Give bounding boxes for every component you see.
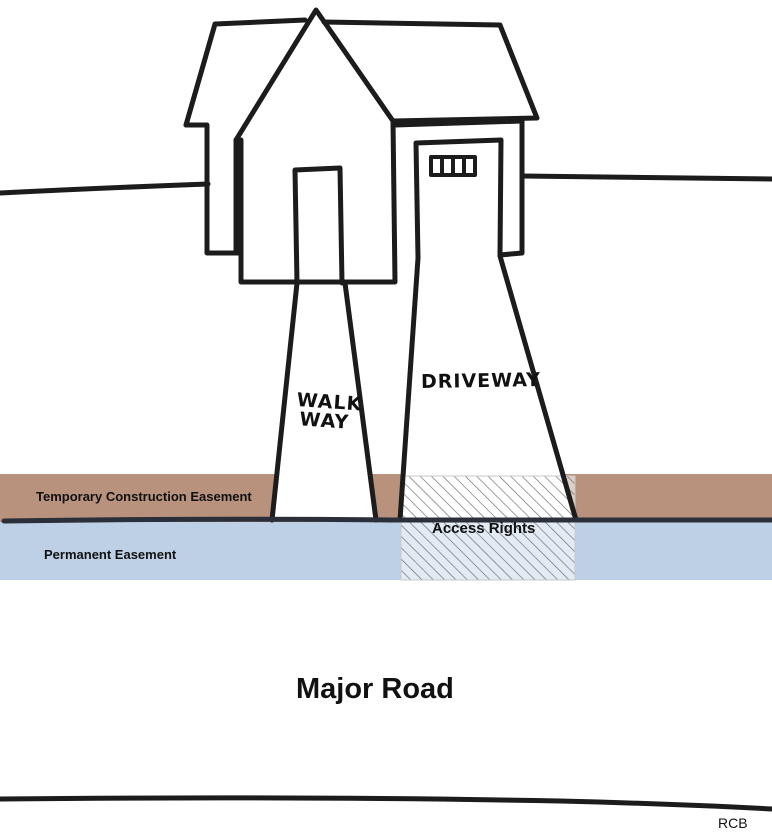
front-gable-house [233, 7, 398, 285]
walkway-surface [272, 283, 376, 520]
back-roof [183, 17, 540, 128]
driveway-label: DRIVEWAY [420, 368, 542, 394]
walkway-label-line2: WAY [298, 408, 350, 434]
property-line [1, 516, 772, 524]
driveway-right-edge [497, 253, 579, 523]
back-wing-wall [183, 122, 243, 256]
walkway-left-edge [269, 280, 300, 523]
permanent-easement-label: Permanent Easement [44, 547, 177, 562]
walkway-label: WALK WAY [295, 389, 363, 434]
walkway-right-edge [342, 280, 379, 523]
front-door [292, 165, 345, 286]
road-label: Major Road [296, 673, 454, 705]
garage-door [413, 137, 504, 261]
access-rights-label: Access Rights [432, 520, 536, 537]
temporary-easement-label: Temporary Construction Easement [36, 489, 252, 504]
garage-window-panes [440, 157, 466, 175]
driveway-left-edge [397, 255, 421, 523]
permanent-easement-zone [0, 522, 772, 580]
road-far-edge [0, 795, 772, 812]
garage-wall [392, 118, 525, 258]
driveway-surface [400, 255, 576, 520]
ground-line-right [519, 173, 772, 182]
credit-label: RCB [718, 815, 748, 831]
ground-line-left [0, 181, 211, 196]
access-rights-zone [401, 476, 575, 580]
temporary-easement-zone [0, 474, 772, 522]
